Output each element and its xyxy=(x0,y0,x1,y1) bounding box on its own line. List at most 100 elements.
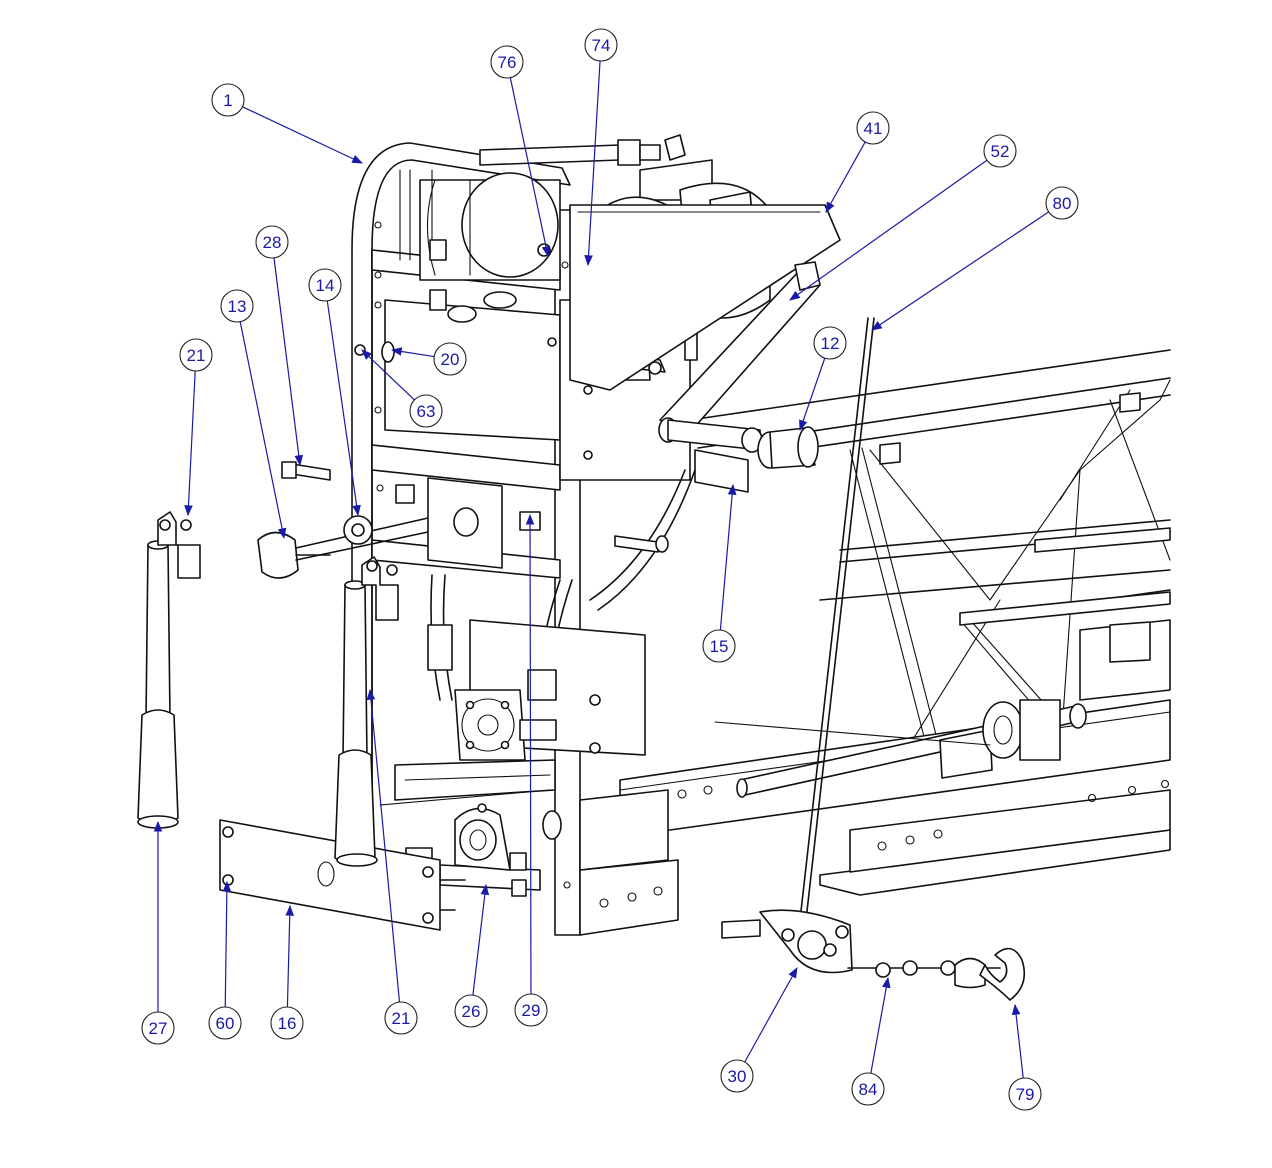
callout-30: 30 xyxy=(720,1059,754,1093)
callout-29: 29 xyxy=(514,993,548,1027)
callout-label: 79 xyxy=(1016,1085,1035,1104)
callout-circle xyxy=(514,993,548,1027)
callout-leader-41 xyxy=(825,141,866,213)
callout-circle xyxy=(490,45,524,79)
callout-1: 1 xyxy=(211,83,245,117)
callout-circle xyxy=(454,994,488,1028)
callout-80: 80 xyxy=(1045,186,1079,220)
hydraulic-pump xyxy=(454,619,646,761)
callout-leader-30 xyxy=(744,967,798,1063)
callout-label: 60 xyxy=(216,1014,235,1033)
callout-label: 27 xyxy=(149,1019,168,1038)
callout-label: 80 xyxy=(1053,194,1072,213)
callout-label: 76 xyxy=(498,53,517,72)
callout-41: 41 xyxy=(856,111,890,145)
callout-label: 15 xyxy=(710,637,729,656)
handle-grip-right xyxy=(334,556,399,867)
callout-circle xyxy=(856,111,890,145)
bearing-bracket xyxy=(379,759,562,897)
callout-79: 79 xyxy=(1008,1077,1042,1111)
callout-27: 27 xyxy=(141,1011,175,1045)
callout-label: 14 xyxy=(316,276,335,295)
callout-leader-13 xyxy=(239,321,287,540)
callout-circle xyxy=(208,1006,242,1040)
callout-label: 74 xyxy=(592,36,611,55)
callout-bubbles: 1 76 74 41 52 80 28 14 13 21 20 63 12 15 27 60 16 21 26 29 3… xyxy=(141,28,1079,1111)
callout-circle xyxy=(433,342,467,376)
callout-84: 84 xyxy=(851,1072,885,1106)
callout-label: 26 xyxy=(462,1002,481,1021)
callout-60: 60 xyxy=(208,1006,242,1040)
callout-76: 76 xyxy=(490,45,524,79)
callout-circle xyxy=(813,326,847,360)
callout-circle xyxy=(720,1059,754,1093)
callout-circle xyxy=(584,28,618,62)
callout-leader-80 xyxy=(871,211,1050,331)
callout-label: 13 xyxy=(228,297,247,316)
callout-leader-14 xyxy=(326,300,361,517)
screed-beams xyxy=(619,619,1171,896)
callout-circle xyxy=(1008,1077,1042,1111)
callout-20: 20 xyxy=(433,342,467,376)
callout-21: 21 xyxy=(179,338,213,372)
callout-label: 84 xyxy=(859,1080,878,1099)
callout-16: 16 xyxy=(270,1006,304,1040)
callout-circle xyxy=(211,83,245,117)
callout-label: 29 xyxy=(522,1001,541,1020)
callout-leader-76 xyxy=(509,77,551,258)
callout-leader-20 xyxy=(390,347,435,358)
handle-grip-left xyxy=(137,511,201,829)
callout-63: 63 xyxy=(409,394,443,428)
fasteners xyxy=(257,341,669,579)
callout-leader-52 xyxy=(789,159,988,301)
callout-circle xyxy=(409,394,443,428)
callout-label: 21 xyxy=(392,1009,411,1028)
callout-26: 26 xyxy=(454,994,488,1028)
callout-leader-21 xyxy=(366,688,401,1003)
callout-leader-63 xyxy=(361,349,415,401)
callout-leader-15 xyxy=(719,483,737,631)
callout-label: 41 xyxy=(864,119,883,138)
callout-label: 21 xyxy=(187,346,206,365)
callout-circle xyxy=(255,225,289,259)
callout-13: 13 xyxy=(220,289,254,323)
callout-circle xyxy=(141,1011,175,1045)
callout-label: 52 xyxy=(991,142,1010,161)
callout-leader-28 xyxy=(273,257,304,467)
callout-leader-1 xyxy=(242,106,363,164)
callout-circle xyxy=(308,268,342,302)
callout-label: 63 xyxy=(417,402,436,421)
callout-leader-12 xyxy=(799,357,826,432)
callout-circle xyxy=(220,289,254,323)
tie-rod xyxy=(569,204,841,493)
callout-28: 28 xyxy=(255,225,289,259)
callout-circle xyxy=(983,134,1017,168)
callout-label: 1 xyxy=(223,91,232,110)
callout-12: 12 xyxy=(813,326,847,360)
callout-label: 20 xyxy=(441,350,460,369)
callout-leaders xyxy=(153,60,1050,1079)
callout-leader-79 xyxy=(1011,1003,1024,1079)
callout-label: 12 xyxy=(821,334,840,353)
callout-leader-16 xyxy=(285,904,295,1008)
callout-14: 14 xyxy=(308,268,342,302)
callout-label: 16 xyxy=(278,1014,297,1033)
callout-leader-29 xyxy=(525,513,535,995)
callout-leader-26 xyxy=(472,883,490,996)
callout-leader-74 xyxy=(584,60,601,267)
callout-leader-84 xyxy=(870,976,891,1074)
callout-label: 28 xyxy=(263,233,282,252)
callout-21: 21 xyxy=(384,1001,418,1035)
winch-assembly xyxy=(721,317,1026,1001)
callout-circle xyxy=(270,1006,304,1040)
callout-circle xyxy=(851,1072,885,1106)
machine-drawing xyxy=(137,134,1171,1001)
callout-circle xyxy=(384,1001,418,1035)
callout-circle xyxy=(1045,186,1079,220)
callout-label: 30 xyxy=(728,1067,747,1086)
callout-74: 74 xyxy=(584,28,618,62)
callout-15: 15 xyxy=(702,629,736,663)
callout-circle xyxy=(179,338,213,372)
callout-leader-21 xyxy=(184,370,196,517)
